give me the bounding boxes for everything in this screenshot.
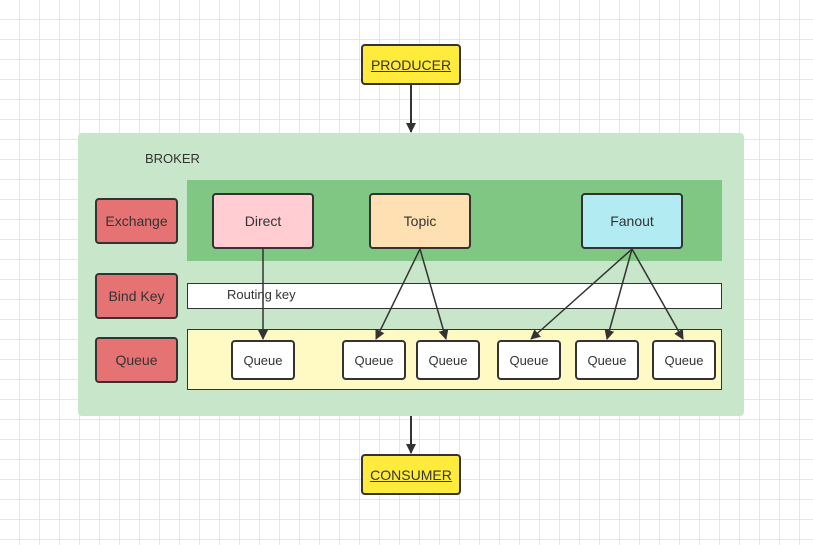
exchange-row-label: Exchange (95, 198, 178, 244)
queue-node[interactable]: Queue (497, 340, 561, 380)
exchange-direct[interactable]: Direct (212, 193, 314, 249)
exchange-fanout[interactable]: Fanout (581, 193, 683, 249)
routing-key-label: Routing key (227, 287, 296, 302)
queue-node[interactable]: Queue (575, 340, 639, 380)
exchange-topic[interactable]: Topic (369, 193, 471, 249)
consumer-node[interactable]: CONSUMER (361, 454, 461, 495)
producer-node[interactable]: PRODUCER (361, 44, 461, 85)
queue-node[interactable]: Queue (231, 340, 295, 380)
bind-key-row-label: Bind Key (95, 273, 178, 319)
queue-row-label: Queue (95, 337, 178, 383)
queue-node[interactable]: Queue (652, 340, 716, 380)
queue-node[interactable]: Queue (416, 340, 480, 380)
queue-node[interactable]: Queue (342, 340, 406, 380)
broker-label: BROKER (145, 151, 200, 166)
